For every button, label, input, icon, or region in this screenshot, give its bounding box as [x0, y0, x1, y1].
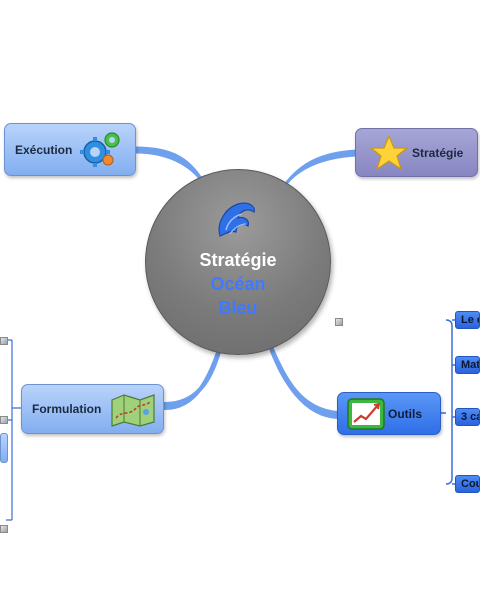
ocean-wave-icon: [218, 202, 255, 237]
formulation-child-node[interactable]: [0, 433, 8, 463]
central-title-line2: Océan: [210, 274, 266, 294]
central-topic[interactable]: Stratégie Océan Bleu: [145, 169, 331, 355]
note-marker-icon[interactable]: [335, 318, 343, 326]
node-outils[interactable]: Outils: [337, 392, 441, 435]
node-strategie-label: Stratégie: [412, 145, 464, 160]
node-execution-label: Exécution: [15, 142, 73, 157]
node-formulation[interactable]: Formulation: [21, 384, 164, 434]
outils-child-3[interactable]: 3 ca: [455, 408, 480, 426]
gears-icon: [80, 132, 120, 167]
branch-strategie: [283, 149, 358, 186]
outils-child-1[interactable]: Le c: [455, 311, 480, 329]
note-marker-icon[interactable]: [0, 416, 8, 424]
branch-outils: [266, 339, 340, 420]
outils-child-4[interactable]: Cou: [455, 475, 480, 493]
central-title-line1: Stratégie: [199, 250, 277, 270]
node-formulation-label: Formulation: [32, 402, 102, 416]
note-marker-icon[interactable]: [0, 525, 8, 533]
map-icon: [111, 394, 155, 427]
outils-bracket: [441, 319, 456, 485]
node-outils-label: Outils: [388, 406, 423, 421]
chart-growth-icon: [347, 398, 385, 430]
star-icon: [370, 134, 408, 171]
central-title-line3: Bleu: [218, 298, 258, 318]
node-strategie[interactable]: Stratégie: [355, 128, 478, 177]
formulation-bracket: [6, 339, 21, 521]
note-marker-icon[interactable]: [0, 337, 8, 345]
outils-child-2[interactable]: Mat: [455, 356, 480, 374]
node-execution[interactable]: Exécution: [4, 123, 136, 176]
